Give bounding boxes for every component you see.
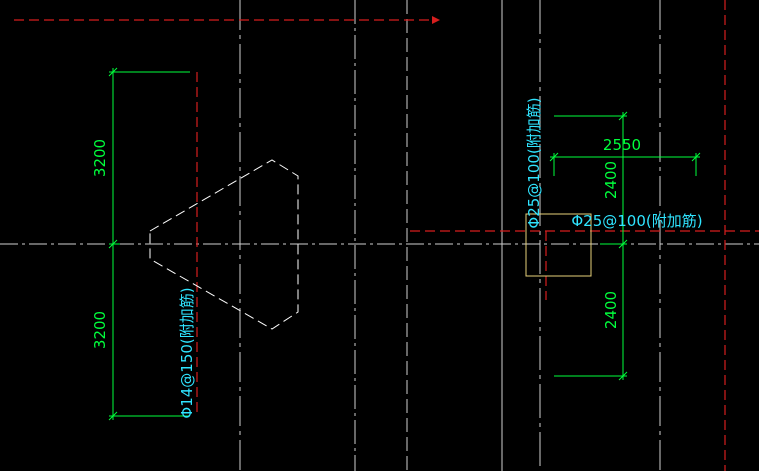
right-dim-tick-bottom xyxy=(618,371,628,381)
dimension-left-lower: 3200 xyxy=(91,311,109,349)
dimension-right-lower: 2400 xyxy=(602,291,620,329)
width-dim-tick-right xyxy=(691,152,701,162)
right-dim-tick-top xyxy=(618,111,628,121)
pile-cap-outline xyxy=(525,213,592,277)
right-dimension-lines xyxy=(549,111,701,381)
hexagon-opening-outline xyxy=(149,159,299,330)
red-line-arrowhead xyxy=(432,16,440,24)
dimension-left-upper: 3200 xyxy=(91,139,109,177)
left-dim-tick-top xyxy=(108,67,118,77)
rebar-label-left: Φ14@150(附加筋) xyxy=(178,287,196,418)
left-dim-tick-bottom xyxy=(108,411,118,421)
dimension-right-width: 2550 xyxy=(603,136,641,154)
left-dimension-lines xyxy=(108,67,190,421)
right-dim-tick-mid xyxy=(618,239,628,249)
width-dim-tick-left xyxy=(549,152,559,162)
rebar-label-right-horizontal: Φ25@100(附加筋) xyxy=(571,212,702,230)
left-dim-tick-mid xyxy=(108,239,118,249)
red-dashed-lines xyxy=(14,0,759,471)
dimension-right-upper: 2400 xyxy=(602,161,620,199)
rebar-label-right-vertical: Φ25@100(附加筋) xyxy=(525,97,543,228)
